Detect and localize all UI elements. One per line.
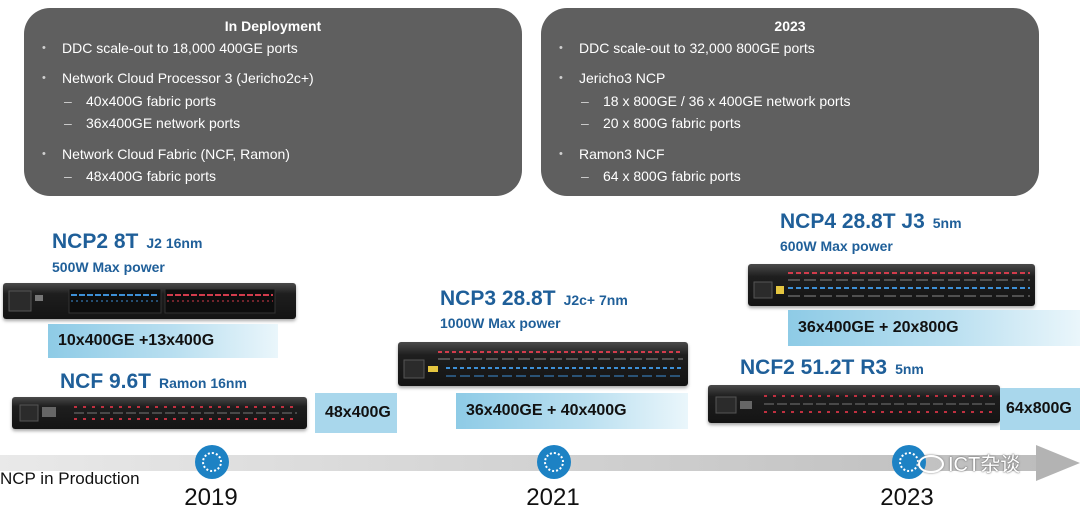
ncf-chassis-image bbox=[12, 397, 307, 429]
panel-title: 2023 bbox=[774, 18, 806, 34]
ncf-title: NCF 9.6T Ramon 16nm bbox=[60, 370, 247, 394]
panel-subitem: 48x400G fabric ports bbox=[64, 168, 216, 184]
watermark-text: ICT杂谈 bbox=[948, 454, 1021, 476]
ncp3-power: 1000W Max power bbox=[440, 315, 561, 331]
ncf-chip: Ramon 16nm bbox=[159, 375, 247, 391]
ncp3-chassis-ports bbox=[403, 351, 683, 379]
milestone-2021 bbox=[537, 445, 571, 479]
panel-bullet: Network Cloud Processor 3 (Jericho2c+) bbox=[42, 70, 314, 86]
wechat-icon bbox=[918, 455, 944, 473]
panel-subitem: 20 x 800G fabric ports bbox=[581, 115, 741, 131]
year-label: 2021 bbox=[526, 484, 580, 509]
ncp4-title: NCP4 28.8T J3 5nm bbox=[780, 210, 962, 234]
panel-subitem: 40x400G fabric ports bbox=[64, 93, 216, 109]
panel-bullet: Network Cloud Fabric (NCF, Ramon) bbox=[42, 146, 290, 162]
ncf-name: NCF 9.6T bbox=[60, 370, 152, 393]
in-deployment-panel: In Deployment DDC scale-out to 18,000 40… bbox=[24, 8, 522, 196]
ncp4-power: 600W Max power bbox=[780, 238, 893, 254]
timeline-arrow bbox=[1036, 445, 1080, 481]
ncf-ports-badge: 48x400G bbox=[315, 393, 397, 433]
ncf2-title: NCF2 51.2T R3 5nm bbox=[740, 356, 924, 380]
ncp3-name: NCP3 28.8T bbox=[440, 287, 556, 310]
ncp4-name: NCP4 28.8T J3 bbox=[780, 210, 925, 233]
panel-bullet: DDC scale-out to 18,000 400GE ports bbox=[42, 40, 298, 56]
timeline-bar bbox=[0, 455, 1040, 471]
ncp2-power: 500W Max power bbox=[52, 259, 165, 275]
ncp4-chassis-ports bbox=[753, 272, 1030, 299]
ncp2-title: NCP2 8T J2 16nm bbox=[52, 230, 202, 254]
panel-subitem: 36x400GE network ports bbox=[64, 115, 240, 131]
year-label: 2023 bbox=[880, 484, 934, 509]
ncp3-chassis-image bbox=[398, 342, 688, 386]
ncf-chassis-ports bbox=[19, 404, 297, 422]
ncf2-name: NCF2 51.2T R3 bbox=[740, 356, 888, 379]
ncp2-chassis-image bbox=[3, 283, 296, 319]
milestone-2019 bbox=[195, 445, 229, 479]
ncf2-ports-badge: 64x800G bbox=[1000, 388, 1080, 430]
ncf2-chassis-image bbox=[708, 385, 1000, 423]
ncp4-chip: 5nm bbox=[932, 215, 962, 231]
ncp2-name: NCP2 8T bbox=[52, 230, 139, 253]
watermark: ICT杂谈 bbox=[918, 448, 1020, 477]
ncp2-chip: J2 16nm bbox=[146, 235, 203, 251]
ncp4-chassis-image bbox=[748, 264, 1035, 306]
panel-subitem: 64 x 800G fabric ports bbox=[581, 168, 741, 184]
ncp2-ports-badge: 10x400GE +13x400G bbox=[48, 324, 278, 358]
2023-panel: 2023 DDC scale-out to 32,000 800GE ports… bbox=[541, 8, 1039, 196]
panel-bullet: Ramon3 NCF bbox=[559, 146, 664, 162]
ncp4-ports-badge: 36x400GE + 20x800G bbox=[788, 310, 1080, 346]
ncp2-chassis-ports bbox=[8, 288, 276, 314]
panel-bullet: Jericho3 NCP bbox=[559, 70, 665, 86]
panel-subitem: 18 x 800GE / 36 x 400GE network ports bbox=[581, 93, 851, 109]
panel-title: In Deployment bbox=[224, 18, 322, 34]
panel-bullet: DDC scale-out to 32,000 800GE ports bbox=[559, 40, 815, 56]
ncf2-chip: 5nm bbox=[895, 361, 924, 377]
year-label: 2019 bbox=[184, 484, 238, 509]
ncp3-title: NCP3 28.8T J2c+ 7nm bbox=[440, 287, 628, 311]
ncp3-chip: J2c+ 7nm bbox=[563, 292, 628, 308]
timeline-label: NCP in Production bbox=[0, 469, 140, 488]
ncp3-ports-badge: 36x400GE + 40x400G bbox=[456, 393, 688, 429]
ncf2-chassis-ports bbox=[715, 395, 996, 414]
